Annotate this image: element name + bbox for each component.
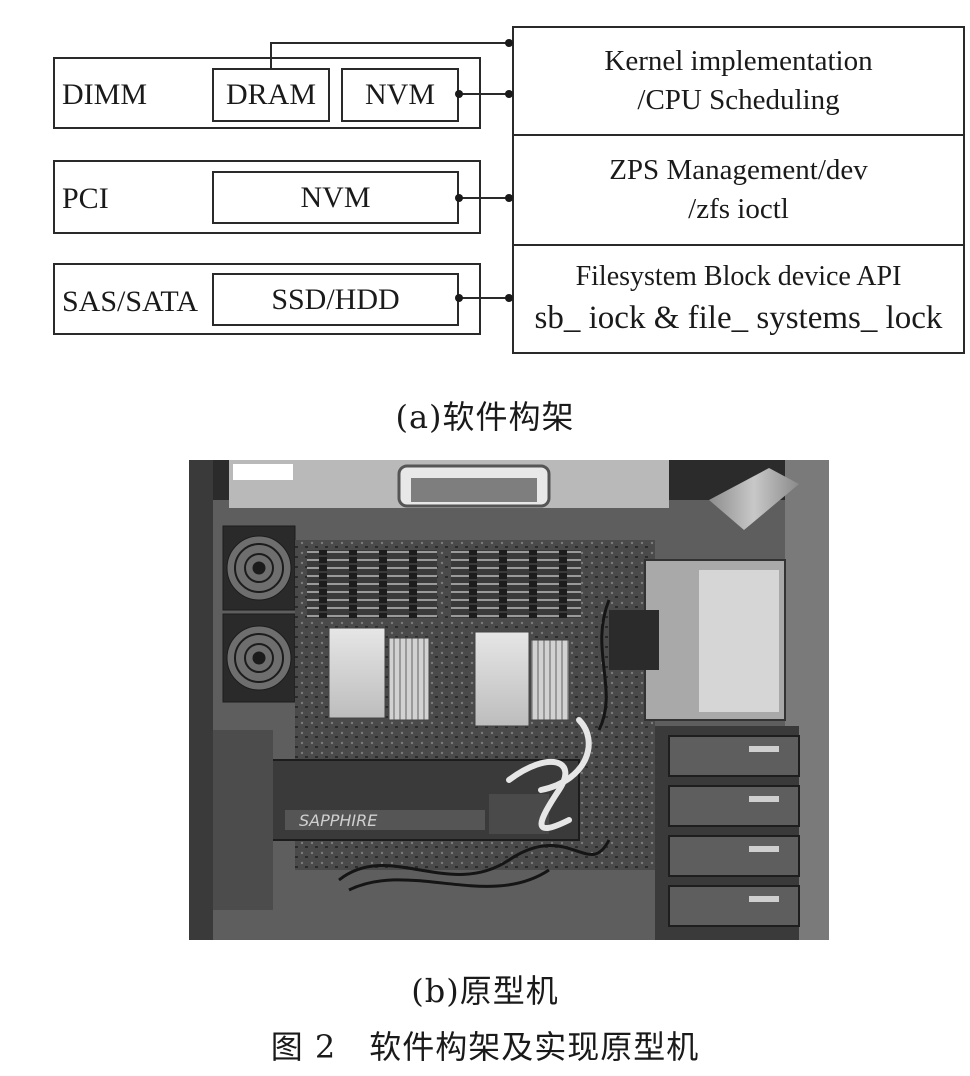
connector-lines: [270, 39, 513, 302]
zps-layer-line1: ZPS Management/dev: [609, 153, 868, 186]
kernel-layer-line2: /CPU Scheduling: [637, 84, 840, 116]
pci-nvm-module: NVM: [212, 171, 459, 224]
zps-layer-line2: /zfs ioctl: [688, 193, 789, 225]
caption-b: (b)原型机: [411, 972, 559, 1010]
pci-label: PCI: [62, 182, 109, 215]
fan-left-bottom: [222, 613, 296, 703]
graphics-card-brand: SAPPHIRE: [299, 811, 378, 830]
dimm-nvm-module: NVM: [341, 68, 459, 122]
fan-left-top: [222, 525, 296, 611]
dram-module: DRAM: [212, 68, 330, 122]
dimm-label: DIMM: [62, 78, 148, 111]
filesystem-layer-box: Filesystem Block device API sb_ iock & f…: [512, 244, 965, 354]
filesystem-layer-line2: sb_ iock & file_ systems_ lock: [534, 299, 943, 336]
filesystem-layer-line1: Filesystem Block device API: [575, 260, 902, 292]
figure-caption: 图 2 软件构架及实现原型机: [270, 1028, 700, 1066]
ssd-hdd-module: SSD/HDD: [212, 273, 459, 326]
kernel-layer-line1: Kernel implementation: [604, 44, 873, 77]
zps-layer-box: ZPS Management/dev /zfs ioctl: [512, 134, 965, 246]
caption-a: (a)软件构架: [395, 398, 575, 436]
kernel-layer-box: Kernel implementation /CPU Scheduling: [512, 26, 965, 136]
sas-sata-label: SAS/SATA: [62, 285, 198, 318]
prototype-machine-photo: SAPPHIRE: [189, 460, 829, 940]
